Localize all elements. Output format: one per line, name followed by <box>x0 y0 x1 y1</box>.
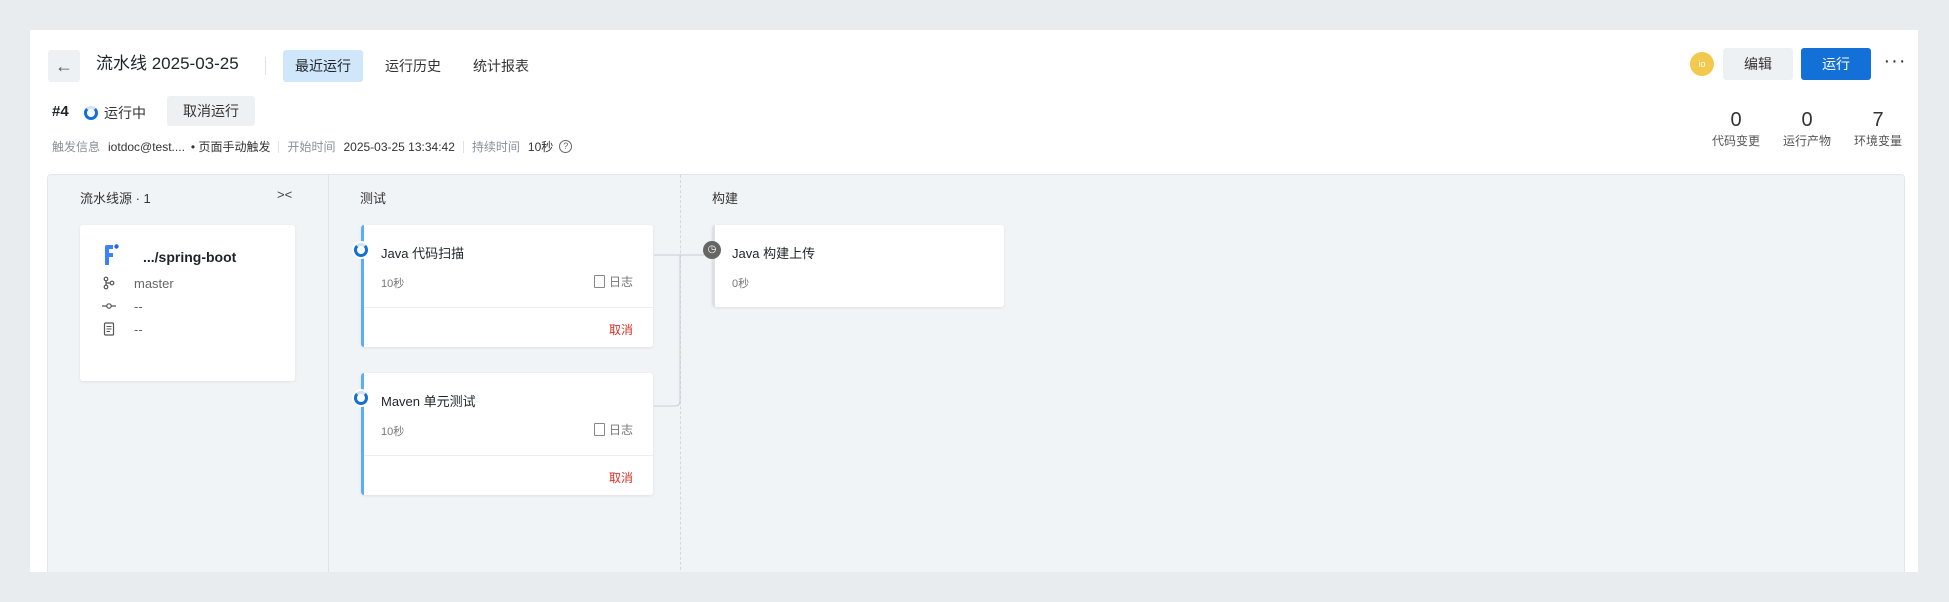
job-title: Maven 单元测试 <box>381 394 476 409</box>
cancel-run-button[interactable]: 取消运行 <box>167 96 255 126</box>
source-header: 流水线源 · 1 <box>80 191 151 206</box>
run-number: #4 <box>52 103 69 120</box>
log-icon <box>593 423 605 436</box>
job-title: Java 构建上传 <box>732 246 816 261</box>
job-log-label: 日志 <box>608 275 633 289</box>
job-status-bar <box>361 373 364 495</box>
trigger-label: 触发信息 <box>52 140 101 154</box>
job-cancel-button[interactable]: 取消 <box>608 323 633 337</box>
trigger-mode: • 页面手动触发 <box>190 140 271 154</box>
meta-divider <box>462 140 464 153</box>
stat-label: 运行产物 <box>1782 134 1831 148</box>
job-divider <box>364 307 653 308</box>
stat-code-changes[interactable]: 0 代码变更 <box>1706 108 1766 150</box>
stat-label: 代码变更 <box>1711 134 1760 148</box>
run-button[interactable]: 运行 <box>1801 48 1871 80</box>
log-icon <box>593 275 605 288</box>
run-status-label: 运行中 <box>104 105 146 121</box>
start-time: 2025-03-25 13:34:42 <box>343 139 455 154</box>
stat-label: 环境变量 <box>1853 134 1902 148</box>
avatar[interactable]: io <box>1690 52 1714 76</box>
source-card[interactable]: .../spring-boot master -- -- <box>80 225 295 381</box>
more-options-icon[interactable]: ··· <box>1883 50 1907 72</box>
running-status-icon <box>352 389 370 407</box>
collapse-icon[interactable]: >< <box>277 187 293 202</box>
job-duration: 10秒 <box>381 426 405 438</box>
job-log-link[interactable]: 日志 <box>593 421 633 438</box>
job-log-label: 日志 <box>608 423 633 437</box>
source-stage-divider <box>328 175 329 572</box>
stat-artifacts[interactable]: 0 运行产物 <box>1777 108 1837 150</box>
duration: 10秒 <box>527 140 554 154</box>
source-message: -- <box>134 322 143 337</box>
job-card[interactable]: Maven 单元测试 10秒 日志 取消 <box>352 373 653 495</box>
job-duration: 0秒 <box>732 278 750 290</box>
job-log-link[interactable]: 日志 <box>593 273 633 290</box>
source-repo: .../spring-boot <box>143 249 237 265</box>
running-status-icon <box>352 241 370 259</box>
commit-icon <box>102 299 116 316</box>
branch-icon <box>102 276 116 293</box>
stage-name: 构建 <box>712 191 739 206</box>
job-divider <box>364 455 653 456</box>
arrow-left-icon: ← <box>55 55 73 76</box>
source-branch: master <box>134 276 174 291</box>
job-cancel-button[interactable]: 取消 <box>608 471 633 485</box>
run-meta: 触发信息 iotdoc@test.... • 页面手动触发 开始时间 2025-… <box>52 138 573 155</box>
job-title: Java 代码扫描 <box>381 246 465 261</box>
stage-connectors <box>654 254 708 407</box>
page-title: 流水线 2025-03-25 <box>96 54 239 73</box>
edit-button[interactable]: 编辑 <box>1723 48 1793 80</box>
job-duration: 10秒 <box>381 278 405 290</box>
trigger-user: iotdoc@test.... <box>108 139 185 154</box>
clock-icon: ◷ <box>703 241 721 259</box>
start-time-label: 开始时间 <box>287 140 336 154</box>
running-spinner-icon <box>84 106 98 120</box>
source-commit: -- <box>134 299 143 314</box>
job-status-bar <box>361 225 364 347</box>
document-icon <box>102 322 116 339</box>
meta-divider <box>278 140 280 153</box>
stat-value: 7 <box>1872 109 1884 131</box>
help-icon[interactable]: ? <box>559 140 573 153</box>
tab-statistics[interactable]: 统计报表 <box>473 58 529 74</box>
job-card[interactable]: Java 代码扫描 10秒 日志 取消 <box>352 225 653 347</box>
title-divider <box>265 57 266 75</box>
job-card[interactable]: ◷ Java 构建上传 0秒 <box>703 225 1004 307</box>
tab-recent-runs[interactable]: 最近运行 <box>283 50 363 82</box>
repo-logo-icon <box>105 244 119 265</box>
pipeline-canvas: 流水线源 · 1 >< .../spring-boot master -- -- <box>47 174 1905 572</box>
stat-env-vars[interactable]: 7 环境变量 <box>1848 108 1908 150</box>
tab-run-history[interactable]: 运行历史 <box>385 58 441 74</box>
pipeline-run-page: ← 流水线 2025-03-25 最近运行 运行历史 统计报表 io 编辑 运行… <box>30 30 1918 572</box>
stat-value: 0 <box>1730 109 1742 131</box>
back-button[interactable]: ← <box>48 50 80 82</box>
job-status-bar <box>712 225 715 307</box>
duration-label: 持续时间 <box>471 140 520 154</box>
stage-name: 测试 <box>360 191 387 206</box>
stat-value: 0 <box>1801 109 1813 131</box>
run-status: 运行中 <box>84 103 146 123</box>
